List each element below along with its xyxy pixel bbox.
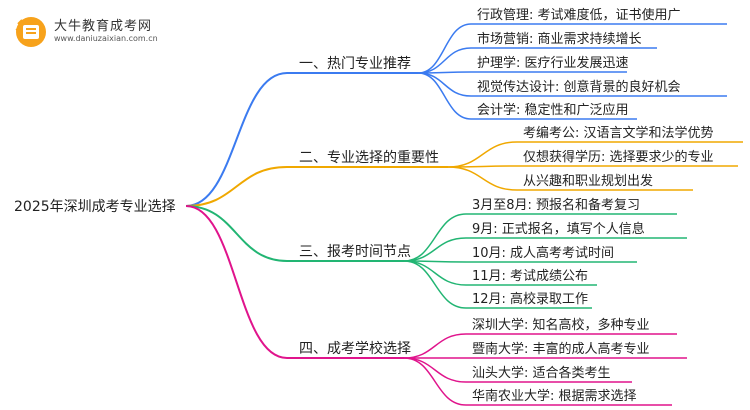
leaf-label: 12月: 高校录取工作 bbox=[472, 291, 588, 307]
branch-label-4: 四、成考学校选择 bbox=[299, 340, 411, 357]
leaf-connector bbox=[403, 213, 467, 262]
leaf-connector bbox=[403, 357, 467, 406]
leaf-label: 从兴趣和职业规划出发 bbox=[523, 173, 653, 189]
leaf-label: 11月: 考试成绩公布 bbox=[472, 269, 588, 284]
branch-connector-1 bbox=[185, 72, 288, 207]
branch-label-1: 一、热门专业推荐 bbox=[299, 56, 411, 72]
leaf-label: 华南农业大学: 根据需求选择 bbox=[472, 388, 637, 404]
leaf-connector bbox=[417, 23, 472, 74]
leaf-connector bbox=[447, 166, 518, 191]
leaf-connector bbox=[403, 260, 467, 286]
logo-url: www.daniuzaixian.com.cn bbox=[54, 34, 158, 43]
leaf-label: 仅想获得学历: 选择要求少的专业 bbox=[523, 149, 714, 165]
leaf-label: 10月: 成人高考考试时间 bbox=[472, 245, 614, 261]
leaf-label: 暨南大学: 丰富的成人高考专业 bbox=[472, 341, 650, 357]
site-logo: 大牛教育成考网 www.daniuzaixian.com.cn bbox=[14, 14, 194, 50]
book-logo-icon bbox=[15, 17, 46, 47]
leaf-label: 汕头大学: 适合各类考生 bbox=[472, 365, 611, 381]
leaf-connector bbox=[403, 357, 467, 383]
logo-title: 大牛教育成考网 bbox=[54, 19, 153, 34]
leaf-label: 9月: 正式报名，填写个人信息 bbox=[472, 221, 645, 237]
branch-connector-4 bbox=[185, 205, 288, 359]
branch-connector-2 bbox=[185, 166, 288, 207]
root-topic: 2025年深圳成考专业选择 bbox=[14, 199, 176, 215]
branch-label-2: 二、专业选择的重要性 bbox=[299, 150, 439, 166]
leaf-connector bbox=[403, 333, 467, 359]
leaf-connector bbox=[417, 47, 472, 74]
leaf-connector bbox=[403, 237, 467, 262]
leaf-label: 护理学: 医疗行业发展迅速 bbox=[477, 55, 629, 71]
leaf-label: 深圳大学: 知名高校，多种专业 bbox=[472, 317, 650, 333]
leaf-connector bbox=[417, 72, 472, 97]
leaf-connector bbox=[447, 141, 518, 168]
branch-label-3: 三、报考时间节点 bbox=[299, 244, 411, 260]
leaf-label: 考编考公: 汉语言文学和法学优势 bbox=[523, 125, 714, 141]
leaf-label: 3月至8月: 预报名和备考复习 bbox=[472, 197, 640, 213]
leaf-label: 视觉传达设计: 创意背景的良好机会 bbox=[477, 79, 681, 95]
leaf-connector bbox=[417, 72, 472, 120]
leaf-connector bbox=[403, 260, 467, 309]
leaf-label: 会计学: 稳定性和广泛应用 bbox=[477, 102, 629, 118]
branch-connector-3 bbox=[185, 205, 288, 262]
leaf-label: 行政管理: 考试难度低，证书使用广 bbox=[477, 7, 681, 23]
leaf-label: 市场营销: 商业需求持续增长 bbox=[477, 31, 642, 47]
